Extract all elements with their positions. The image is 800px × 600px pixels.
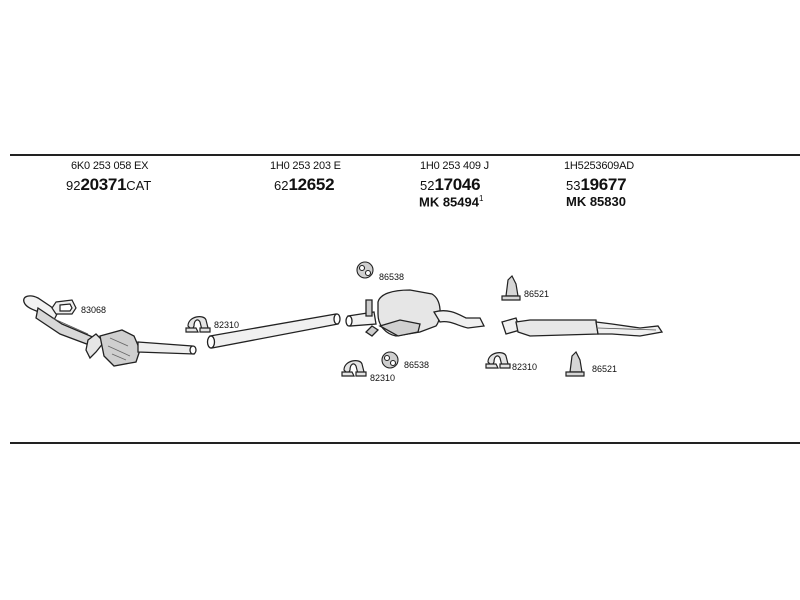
hanger-icon	[565, 350, 585, 377]
part-label-gasket: 83068	[81, 305, 106, 315]
bottom-divider-line	[10, 442, 800, 444]
rubber-mount-icon	[381, 351, 399, 369]
part-label-hanger-bottom: 86521	[592, 364, 617, 374]
mk-number-center-silencer: MK 854941	[419, 194, 483, 209]
mk-number-text: MK 85830	[566, 194, 626, 209]
part-code-prefix: 92	[66, 178, 81, 193]
part-code-main: 20371	[80, 175, 127, 194]
catalytic-converter	[23, 295, 197, 367]
oe-number-center-silencer: 1H0 253 409 J	[420, 160, 489, 172]
part-code-rear-silencer: 5319677	[566, 175, 627, 195]
clamp-icon	[341, 360, 367, 377]
oe-number-rear-silencer: 1H5253609AD	[564, 160, 634, 172]
part-code-suffix: CAT	[126, 178, 152, 193]
part-code-center-silencer: 5217046	[420, 175, 481, 195]
part-label-rubber-top: 86538	[379, 272, 404, 282]
rubber-mount-icon	[356, 261, 374, 279]
hanger-icon	[501, 274, 521, 301]
part-code-main: 19677	[580, 175, 627, 194]
clamp-icon	[485, 352, 511, 369]
center-silencer	[345, 289, 485, 337]
part-code-catalyst: 9220371CAT	[66, 175, 151, 195]
part-label-clamp-rear: 82310	[512, 362, 537, 372]
part-label-clamp-front: 82310	[214, 320, 239, 330]
rear-silencer	[501, 317, 664, 337]
part-code-pipe: 6212652	[274, 175, 335, 195]
mk-number-rear-silencer: MK 85830	[566, 194, 626, 209]
middle-pipe	[206, 313, 341, 349]
part-code-main: 12652	[288, 175, 335, 194]
part-code-prefix: 62	[274, 178, 289, 193]
clamp-icon	[185, 316, 211, 333]
part-code-prefix: 53	[566, 178, 581, 193]
part-code-prefix: 52	[420, 178, 435, 193]
part-code-main: 17046	[434, 175, 481, 194]
part-label-rubber-mid: 86538	[404, 360, 429, 370]
gasket-icon	[51, 299, 77, 315]
oe-number-pipe: 1H0 253 203 E	[270, 160, 341, 172]
mk-number-text: MK 85494	[419, 194, 479, 210]
oe-number-catalyst: 6K0 253 058 EX	[71, 160, 149, 172]
top-divider-line	[10, 154, 800, 156]
part-label-hanger-top: 86521	[524, 289, 549, 299]
mk-number-superscript: 1	[478, 194, 484, 203]
part-label-clamp-mid: 82310	[370, 373, 395, 383]
